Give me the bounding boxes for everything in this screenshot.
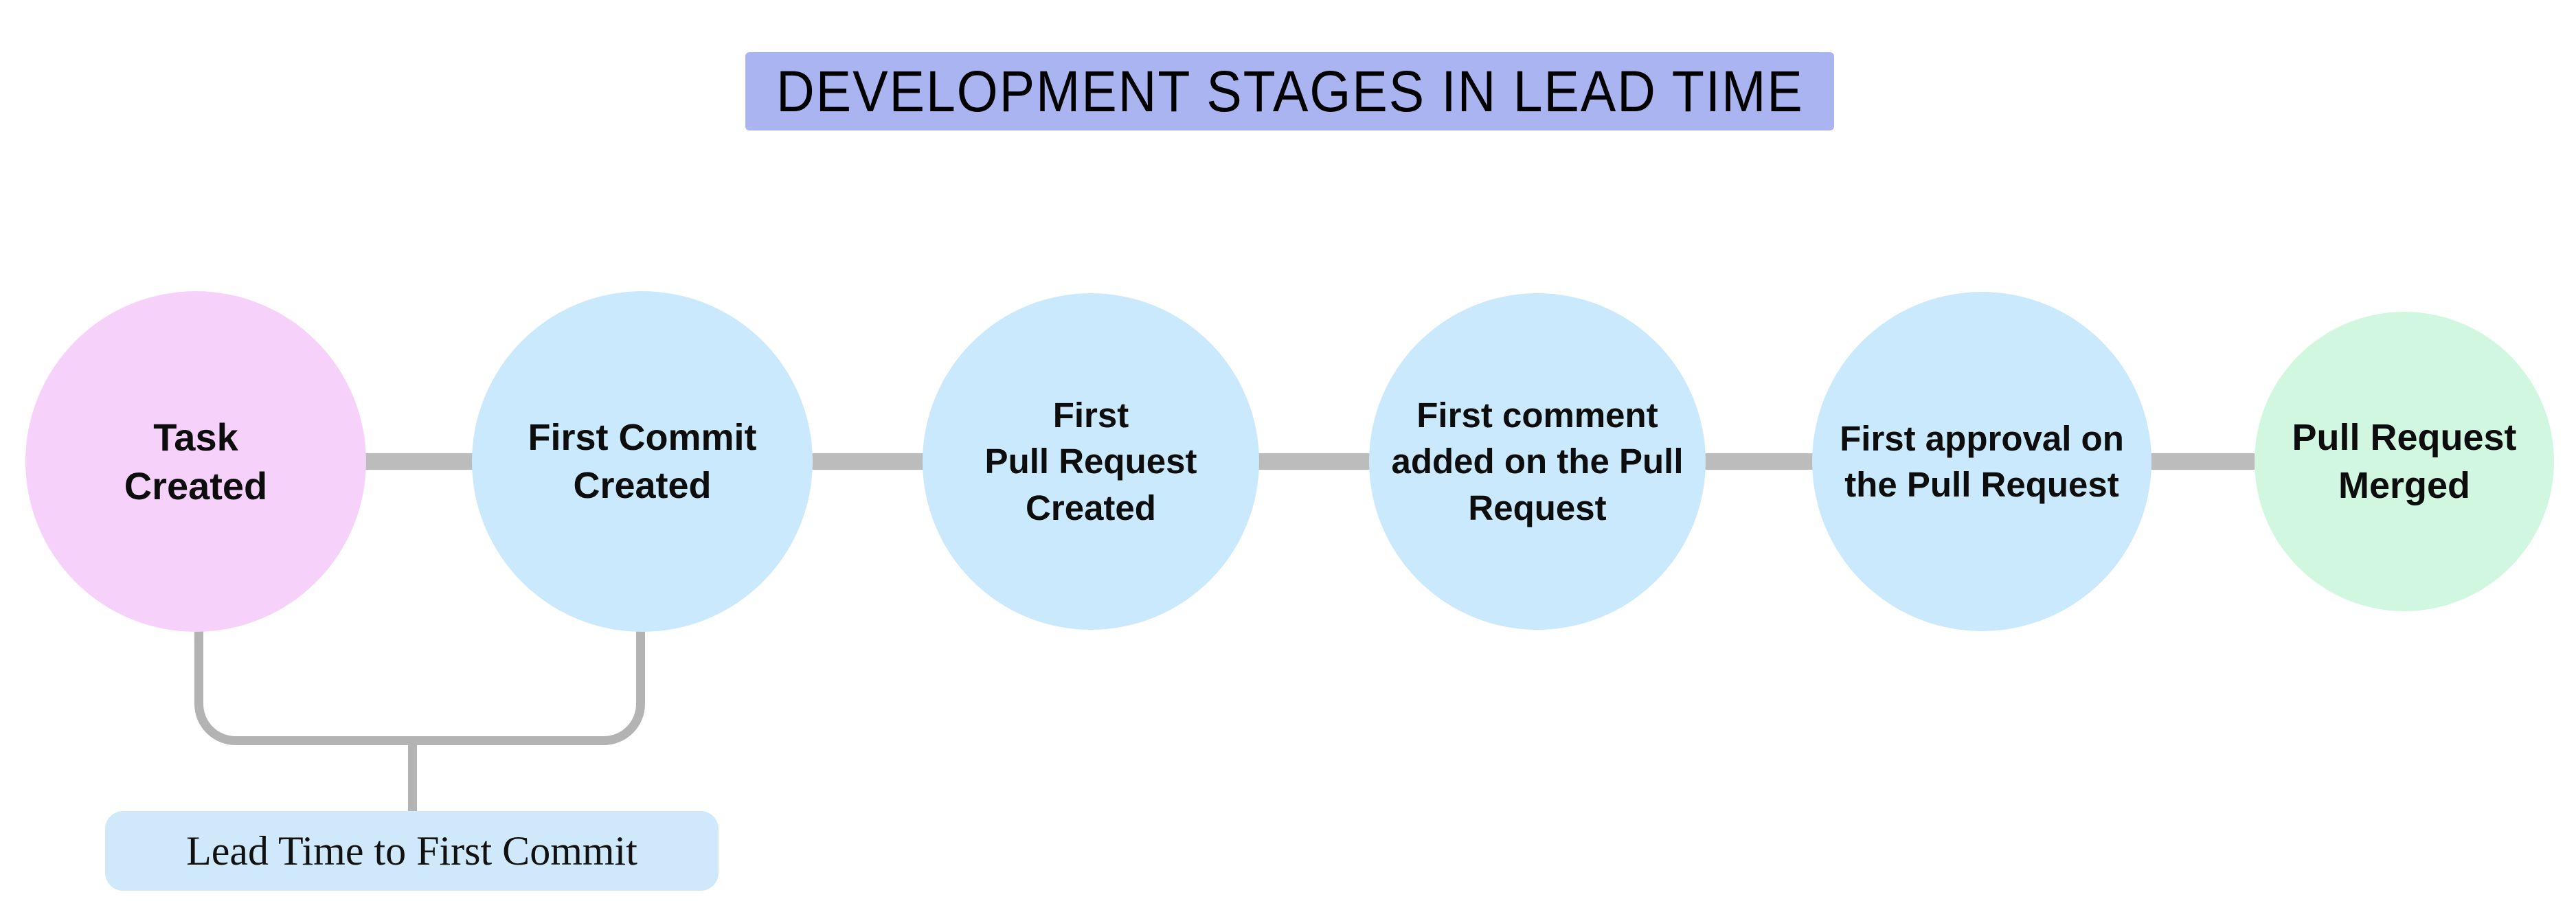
stage-label: Pull Request Merged bbox=[2292, 416, 2517, 506]
stage-task-created: Task Created bbox=[25, 291, 366, 632]
lead-time-bracket bbox=[194, 622, 645, 745]
stage-label: First Pull Request Created bbox=[984, 396, 1197, 527]
lead-time-label-text: Lead Time to First Commit bbox=[186, 828, 637, 874]
stage-label: First approval on the Pull Request bbox=[1840, 418, 2124, 504]
stage-first-pull-request-created: First Pull Request Created bbox=[923, 293, 1259, 630]
stage-label: Task Created bbox=[124, 415, 268, 508]
stage-pull-request-merged: Pull Request Merged bbox=[2255, 312, 2554, 611]
stage-first-approval: First approval on the Pull Request bbox=[1812, 292, 2151, 631]
diagram-title: DEVELOPMENT STAGES IN LEAD TIME bbox=[776, 58, 1804, 124]
stage-first-comment-added: First comment added on the Pull Request bbox=[1369, 293, 1706, 630]
stage-label: First Commit Created bbox=[528, 416, 757, 506]
stage-label: First comment added on the Pull Request bbox=[1391, 396, 1684, 527]
stage-first-commit-created: First Commit Created bbox=[472, 291, 813, 632]
lead-time-bracket-stem bbox=[408, 744, 417, 812]
diagram-title-banner: DEVELOPMENT STAGES IN LEAD TIME bbox=[745, 52, 1834, 130]
lead-time-label: Lead Time to First Commit bbox=[105, 811, 719, 891]
